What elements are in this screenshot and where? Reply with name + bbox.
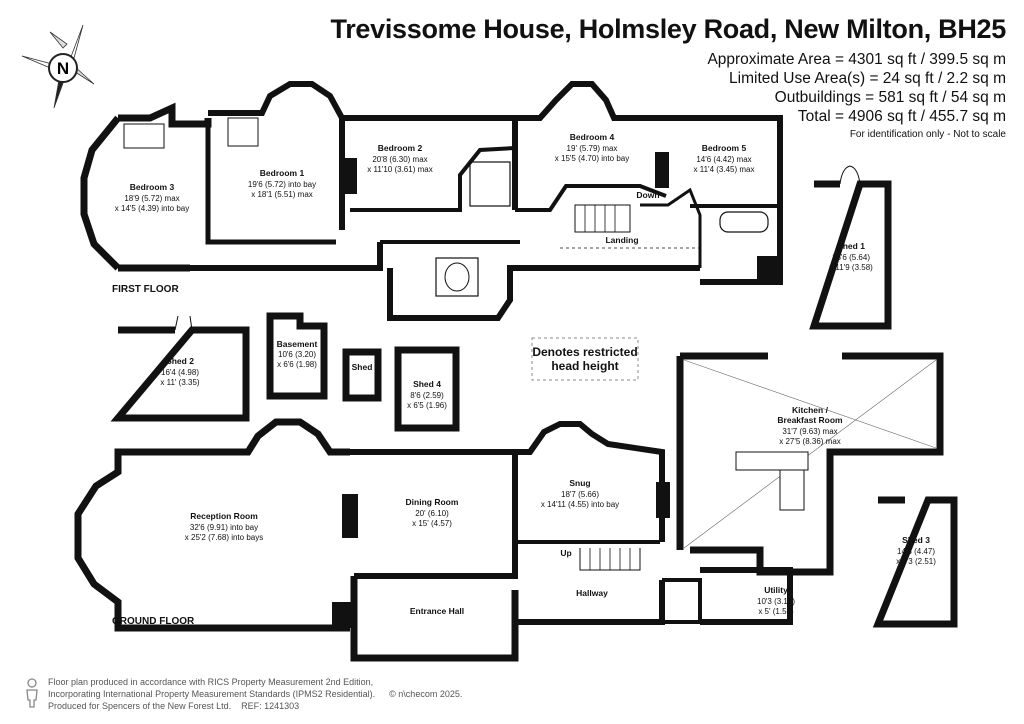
shed4-name: Shed 4 xyxy=(413,379,441,389)
shed2-name: Shed 2 xyxy=(166,356,194,366)
kitchen-dim1: 31'7 (9.63) max xyxy=(782,427,837,436)
bedroom1-dim1: 19'6 (5.72) into bay xyxy=(248,180,316,189)
shed2-dim2: x 11' (3.35) xyxy=(160,378,200,387)
footer-line3: Produced for Spencers of the New Forest … xyxy=(48,701,232,711)
footer-ref: REF: 1241303 xyxy=(241,701,300,711)
shed1-name: Shed 1 xyxy=(837,241,865,251)
utility-dim2: x 5' (1.52) xyxy=(758,607,794,616)
bedroom5-dim2: x 11'4 (3.45) max xyxy=(694,165,755,174)
shed-name: Shed xyxy=(352,362,373,372)
shed1-walls xyxy=(809,165,892,330)
footer-line2: Incorporating International Property Mea… xyxy=(48,689,376,699)
limited-use-area: Limited Use Area(s) = 24 sq ft / 2.2 sq … xyxy=(729,70,1006,87)
reception-dim2: x 25'2 (7.68) into bays xyxy=(185,533,263,542)
shed3-name: Shed 3 xyxy=(902,535,930,545)
bedroom2-dim2: x 11'10 (3.61) max xyxy=(367,165,432,174)
bedroom1-name: Bedroom 1 xyxy=(260,168,305,178)
shed1-dim1: 18'6 (5.64) xyxy=(832,253,870,262)
compass-icon: N xyxy=(21,24,95,109)
kitchen-name-line2: Breakfast Room xyxy=(777,415,843,425)
footer-copyright: © n\checom 2025. xyxy=(389,689,463,699)
shed2-dim1: 16'4 (4.98) xyxy=(161,368,199,377)
basement-dim2: x 6'6 (1.98) xyxy=(277,360,317,369)
dining-dim1: 20' (6.10) xyxy=(415,509,449,518)
bedroom4-dim2: x 15'5 (4.70) into bay xyxy=(555,154,629,163)
bedroom3-dim1: 18'9 (5.72) max xyxy=(124,194,179,203)
bedroom2-dim1: 20'8 (6.30) max xyxy=(372,155,427,164)
utility-dim1: 10'3 (3.12) xyxy=(757,597,795,606)
snug-dim2: x 14'11 (4.55) into bay xyxy=(541,500,619,509)
outbuildings-area: Outbuildings = 581 sq ft / 54 sq m xyxy=(774,89,1006,106)
scale-note: For identification only - Not to scale xyxy=(849,129,1006,140)
hallway-label: Hallway xyxy=(576,588,608,598)
compass-label: N xyxy=(57,59,69,78)
basement-name: Basement xyxy=(277,339,318,349)
ground-floor-walls xyxy=(74,352,958,662)
bedroom4-dim1: 19' (5.79) max xyxy=(567,144,618,153)
first-floor-walls xyxy=(80,81,783,321)
person-icon xyxy=(26,678,38,708)
ground-floor-label: GROUND FLOOR xyxy=(112,616,195,627)
kitchen-name-line1: Kitchen / xyxy=(792,405,829,415)
footer-line1: Floor plan produced in accordance with R… xyxy=(48,677,374,687)
bedroom4-name: Bedroom 4 xyxy=(570,132,615,142)
dining-name: Dining Room xyxy=(406,497,459,507)
restricted-legend-line2: head height xyxy=(551,359,618,373)
total-area: Total = 4906 sq ft / 455.7 sq m xyxy=(797,108,1006,125)
shed4-dim1: 8'6 (2.59) xyxy=(410,391,444,400)
bedroom5-dim1: 14'6 (4.42) max xyxy=(696,155,751,164)
bedroom3-name: Bedroom 3 xyxy=(130,182,175,192)
down-label: Down xyxy=(636,190,659,200)
up-label: Up xyxy=(560,548,571,558)
approximate-area: Approximate Area = 4301 sq ft / 399.5 sq… xyxy=(707,51,1006,68)
reception-dim1: 32'6 (9.91) into bay xyxy=(190,523,258,532)
outbuilding-walls xyxy=(110,312,639,432)
first-floor-label: FIRST FLOOR xyxy=(112,284,179,295)
snug-dim1: 18'7 (5.66) xyxy=(561,490,599,499)
shed3-dim1: 14'8 (4.47) xyxy=(897,547,935,556)
bedroom2-name: Bedroom 2 xyxy=(378,143,423,153)
shed1-dim2: x 11'9 (3.58) xyxy=(829,263,873,272)
footer-disclaimer: Floor plan produced in accordance with R… xyxy=(48,676,462,712)
shed3-dim2: x 8'3 (2.51) xyxy=(896,557,936,566)
area-summary: Approximate Area = 4301 sq ft / 399.5 sq… xyxy=(707,50,1006,144)
kitchen-dim2: x 27'5 (8.36) max xyxy=(779,437,841,446)
reception-name: Reception Room xyxy=(190,511,258,521)
snug-name: Snug xyxy=(569,478,590,488)
bedroom3-dim2: x 14'5 (4.39) into bay xyxy=(115,204,189,213)
bedroom1-dim2: x 18'1 (5.51) max xyxy=(251,190,313,199)
shed4-dim2: x 6'5 (1.96) xyxy=(407,401,447,410)
property-title: Trevissome House, Holmsley Road, New Mil… xyxy=(330,14,1007,44)
utility-name: Utility xyxy=(764,585,788,595)
dining-dim2: x 15' (4.57) xyxy=(412,519,452,528)
landing-label: Landing xyxy=(605,235,638,245)
basement-dim1: 10'6 (3.20) xyxy=(278,350,316,359)
bedroom5-name: Bedroom 5 xyxy=(702,143,747,153)
entrance-hall-label: Entrance Hall xyxy=(410,606,464,616)
restricted-legend-line1: Denotes restricted xyxy=(532,345,637,359)
